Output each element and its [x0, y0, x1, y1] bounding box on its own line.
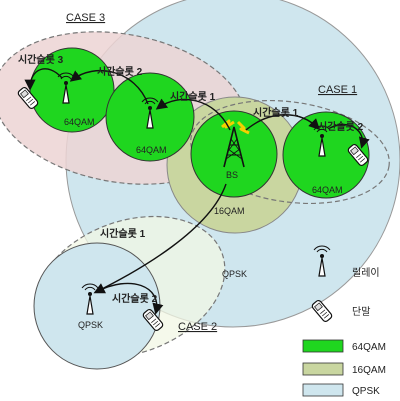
slot-label: 시간슬롯 1	[170, 90, 216, 103]
arrow-case3-slot3	[24, 68, 63, 91]
slot-label: 시간슬롯 2	[97, 65, 143, 78]
slot-label: 시간슬롯 1	[100, 227, 146, 240]
legend-64qam-label: 64QAM	[352, 342, 386, 353]
arrow-case3-slot1	[155, 98, 231, 131]
c1-right-cell	[282, 111, 370, 199]
legend-qpsk-label: QPSK	[352, 386, 380, 397]
slot-label: 시간슬롯 3	[18, 53, 64, 66]
legend-swatch-16qam	[302, 362, 344, 376]
mod-label: 64QAM	[64, 117, 95, 127]
arrow-case1-slot1	[245, 114, 320, 131]
legend-16qam-label: 16QAM	[352, 365, 386, 376]
slot-label: 시간슬롯 2	[318, 120, 364, 133]
mod-label: 64QAM	[136, 145, 167, 155]
legend: 릴레이 단말 64QAM 16QAM QPSK	[302, 245, 386, 397]
case2-qpsk-cell	[33, 242, 161, 370]
case1-label: CASE 1	[318, 84, 357, 96]
mod-label: QPSK	[222, 269, 247, 279]
mod-label: 16QAM	[214, 206, 245, 216]
mod-label: 64QAM	[312, 185, 343, 195]
case1-region	[190, 99, 390, 205]
slot-label: 시간슬롯 2	[112, 292, 158, 305]
slot-label: 시간슬롯 1	[253, 106, 299, 119]
case2-label: CASE 2	[178, 321, 217, 333]
arrow-case2-slot1	[93, 183, 227, 294]
legend-terminal-label: 단말	[352, 306, 370, 318]
case3-label: CASE 3	[66, 12, 105, 24]
mod-label: QPSK	[78, 320, 103, 330]
arrow-case1-slot2	[329, 123, 370, 149]
bs-label: BS	[226, 170, 238, 180]
arrow-case3-slot2	[69, 69, 149, 105]
base-station-icon	[223, 126, 245, 168]
legend-swatch-qpsk	[302, 383, 344, 397]
legend-relay-label: 릴레이	[352, 266, 380, 279]
arrow-case2-slot2	[95, 282, 164, 315]
bs-cell	[190, 110, 278, 198]
legend-swatch-64qam	[302, 339, 344, 353]
legend-terminal-icon	[310, 298, 334, 324]
